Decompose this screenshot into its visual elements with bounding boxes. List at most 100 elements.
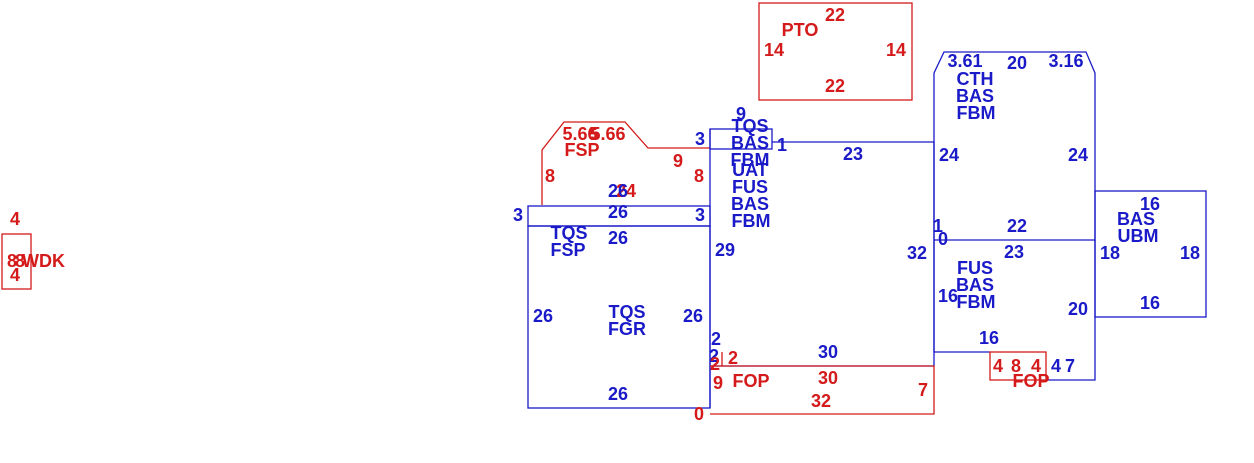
bas-ubm-dim-top: 16 — [1140, 194, 1160, 214]
bas-ubm-outline — [1094, 190, 1207, 318]
fop-right-dim-left: 4 — [993, 356, 1003, 376]
bas-ubm-dim-bottom: 16 — [1140, 293, 1160, 313]
bas-ubm-code-ubm: UBM — [1118, 226, 1159, 246]
wdk-outline — [1, 233, 32, 290]
tqs-fsp-code-2: FSP — [550, 240, 585, 260]
fsp-top-area[interactable]: 5.66 5 5.66 FSP 9 8 8 24 — [541, 121, 710, 205]
cth-dim-small: 1 — [933, 216, 943, 236]
fsp-dim-bottom: 24 — [616, 181, 636, 201]
fsp-dim-left-angle: 5.66 — [562, 124, 597, 144]
wdk-dim-right: 8 — [15, 251, 25, 271]
fop-bottom-dim-jog-right: 2 — [728, 348, 738, 368]
fop-right-outline — [989, 351, 1047, 381]
fsp-dim-right: 8 — [694, 166, 704, 186]
tqs-fsp-dim-bottom: 26 — [608, 228, 628, 248]
wdk-area[interactable]: 4 8 8 4 WDK — [1, 209, 65, 290]
center-dim-left-wall: 29 — [715, 240, 735, 260]
fop-bottom-area[interactable]: 2 2 9 FOP 30 7 32 0 — [694, 348, 935, 424]
bas-ubm-dim-right: 18 — [1180, 243, 1200, 263]
fus-right-dim-7: 7 — [1065, 356, 1075, 376]
fus-right-dim-bottom: 16 — [979, 328, 999, 348]
fus-right-code-fbm: FBM — [957, 292, 996, 312]
fus-right-dim-4: 4 — [1051, 356, 1061, 376]
bas-ubm-area[interactable]: 16 BAS UBM 18 18 16 — [1094, 190, 1207, 318]
cth-dim-right: 24 — [1068, 145, 1088, 165]
center-dim-top: 9 — [736, 104, 746, 124]
fsp-top-outline — [541, 121, 710, 205]
fop-bottom-dim-corner: 0 — [694, 404, 704, 424]
center-dim-bottom: 30 — [818, 342, 838, 362]
pto-code: PTO — [782, 20, 819, 40]
cth-code-bas: BAS — [956, 86, 994, 106]
fop-right-code: FOP — [1012, 371, 1049, 391]
cth-dim-left: 24 — [939, 145, 959, 165]
fsp-dim-step: 9 — [673, 151, 683, 171]
fop-bottom-dim-right: 7 — [918, 380, 928, 400]
center-dim-jog-2: 2 — [709, 346, 719, 366]
fop-right-dim-top: 8 — [1011, 356, 1021, 376]
center-code-uat: UAT — [732, 160, 768, 180]
center-dim-jog-1: 2 — [711, 329, 721, 349]
fsp-dim-left: 8 — [545, 166, 555, 186]
pto-area[interactable]: 22 PTO 14 14 22 — [758, 2, 913, 101]
tqs-fgr-code-2: FGR — [608, 319, 646, 339]
center-dim-left: 3 — [695, 129, 705, 149]
fop-bottom-dim-top: 30 — [818, 368, 838, 388]
pto-outline — [758, 2, 913, 101]
pto-dim-bottom: 22 — [825, 76, 845, 96]
tqs-fsp-dim-top: 26 — [608, 181, 628, 201]
center-code-fbm: FBM — [731, 150, 770, 170]
bas-ubm-code-bas: BAS — [1117, 209, 1155, 229]
pto-dim-right: 14 — [886, 40, 906, 60]
center-dim-top-wall: 23 — [843, 144, 863, 164]
cth-dim-bottom: 22 — [1007, 216, 1027, 236]
center-code-fbm-2: FBM — [732, 211, 771, 231]
fsp-top-code: FSP — [564, 140, 599, 160]
pto-dim-left: 14 — [764, 40, 784, 60]
center-code-bas: BAS — [731, 133, 769, 153]
fop-right-area[interactable]: 4 8 4 FOP — [989, 351, 1050, 391]
center-code-fus: FUS — [732, 177, 768, 197]
tqs-fgr-dim-left: 26 — [533, 306, 553, 326]
fus-right-area[interactable]: 0 23 FUS BAS 16 FBM 20 16 7 4 — [933, 229, 1096, 381]
fus-right-dim-right: 20 — [1068, 299, 1088, 319]
tqs-fsp-dim-right: 3 — [695, 205, 705, 225]
cth-dim-top: 20 — [1007, 53, 1027, 73]
wdk-code: WDK — [22, 251, 65, 271]
tqs-fgr-dim-bottom: 26 — [608, 384, 628, 404]
tqs-fgr-code-1: TQS — [608, 302, 645, 322]
fus-right-code-bas: BAS — [956, 275, 994, 295]
fsp-dim-right-angle: 5.66 — [590, 124, 625, 144]
wdk-dim-left: 8 — [7, 251, 17, 271]
center-dim-right-wall: 32 — [907, 243, 927, 263]
tqs-fgr-dim-right: 26 — [683, 306, 703, 326]
fsp-dim-top: 5 — [589, 124, 599, 144]
fop-bottom-dim-left: 9 — [713, 373, 723, 393]
tqs-fsp-dim-left: 3 — [513, 205, 523, 225]
fus-right-dim-small: 0 — [938, 229, 948, 249]
cth-dim-right-angle: 3.16 — [1048, 51, 1083, 71]
center-dim-small: 1 — [777, 135, 787, 155]
cth-code-fbm: FBM — [957, 103, 996, 123]
fus-right-dim-left: 16 — [938, 286, 958, 306]
fus-right-dim-top: 23 — [1004, 242, 1024, 262]
bas-ubm-dim-left: 18 — [1100, 243, 1120, 263]
wdk-dim-bottom: 4 — [10, 265, 20, 285]
cth-code-cth: CTH — [957, 69, 994, 89]
center-stack-area[interactable]: 9 TQS 3 BAS 1 FBM 23 UAT FUS BAS FBM 29 … — [695, 104, 935, 408]
center-code-tqs: TQS — [731, 116, 768, 136]
fop-bottom-code: FOP — [732, 371, 769, 391]
fus-right-left-outline — [933, 240, 990, 353]
tqs-fsp-dim-mid: 26 — [608, 202, 628, 222]
fop-bottom-outline — [710, 365, 935, 415]
cth-dim-left-angle: 3.61 — [947, 51, 982, 71]
fop-right-dim-right: 4 — [1031, 356, 1041, 376]
fop-bottom-dim-bottom: 32 — [811, 391, 831, 411]
wdk-dim-top: 4 — [10, 209, 20, 229]
cth-area[interactable]: 3.61 20 3.16 CTH BAS FBM 24 24 1 22 — [933, 51, 1096, 241]
fop-bottom-dim-jog-left: 2 — [710, 354, 720, 374]
tqs-fsp-code-1: TQS — [550, 223, 587, 243]
pto-dim-top: 22 — [825, 5, 845, 25]
center-code-bas-2: BAS — [731, 194, 769, 214]
